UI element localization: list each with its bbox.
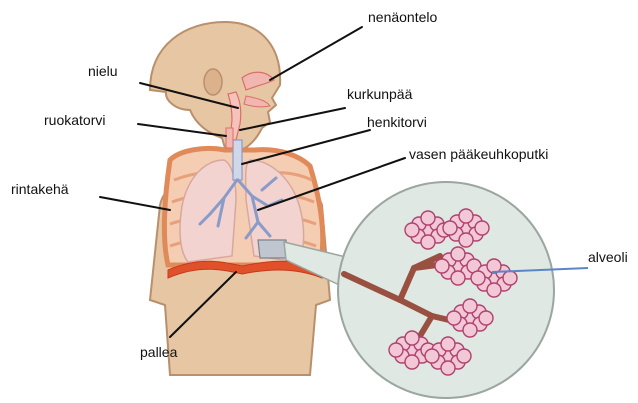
alveolus (459, 233, 473, 247)
label-henkitorvi: henkitorvi (367, 115, 427, 129)
human-torso-illustration (150, 22, 330, 375)
alveolus (487, 283, 501, 297)
alveolus (447, 311, 461, 325)
alveolus (389, 343, 403, 357)
alveolus (451, 271, 465, 285)
alveolus (471, 271, 485, 285)
alveolus (421, 211, 435, 225)
label-alveoli: alveoli (588, 250, 628, 264)
trachea (233, 140, 242, 180)
label-ruokatorvi: ruokatorvi (44, 113, 105, 127)
label-nenaontelo: nenäontelo (368, 10, 437, 24)
label-nielu: nielu (88, 64, 118, 78)
alveolus (441, 361, 455, 375)
alveolus (421, 235, 435, 249)
alveolus (459, 209, 473, 223)
label-kurkunpaa: kurkunpää (347, 87, 412, 101)
alveolus (463, 299, 477, 313)
alveolus (475, 221, 489, 235)
label-vasen-paakeuhkoputki: vasen pääkeuhkoputki (409, 147, 548, 161)
alveolus (441, 337, 455, 351)
alveolus (443, 221, 457, 235)
alveolus (425, 349, 439, 363)
esophagus (226, 128, 233, 148)
leader-nenaontelo (270, 27, 362, 80)
alveolus (451, 247, 465, 261)
alveolus (405, 223, 419, 237)
alveolus (463, 323, 477, 337)
alveolus (503, 271, 517, 285)
alveolus (479, 311, 493, 325)
ear (204, 69, 222, 95)
alveolus (435, 259, 449, 273)
alveolus (405, 331, 419, 345)
alveolus (457, 349, 471, 363)
label-rintakeha: rintakehä (11, 182, 69, 196)
leader-henkitorvi (242, 130, 370, 164)
alveolus (405, 355, 419, 369)
label-pallea: pallea (140, 345, 177, 359)
